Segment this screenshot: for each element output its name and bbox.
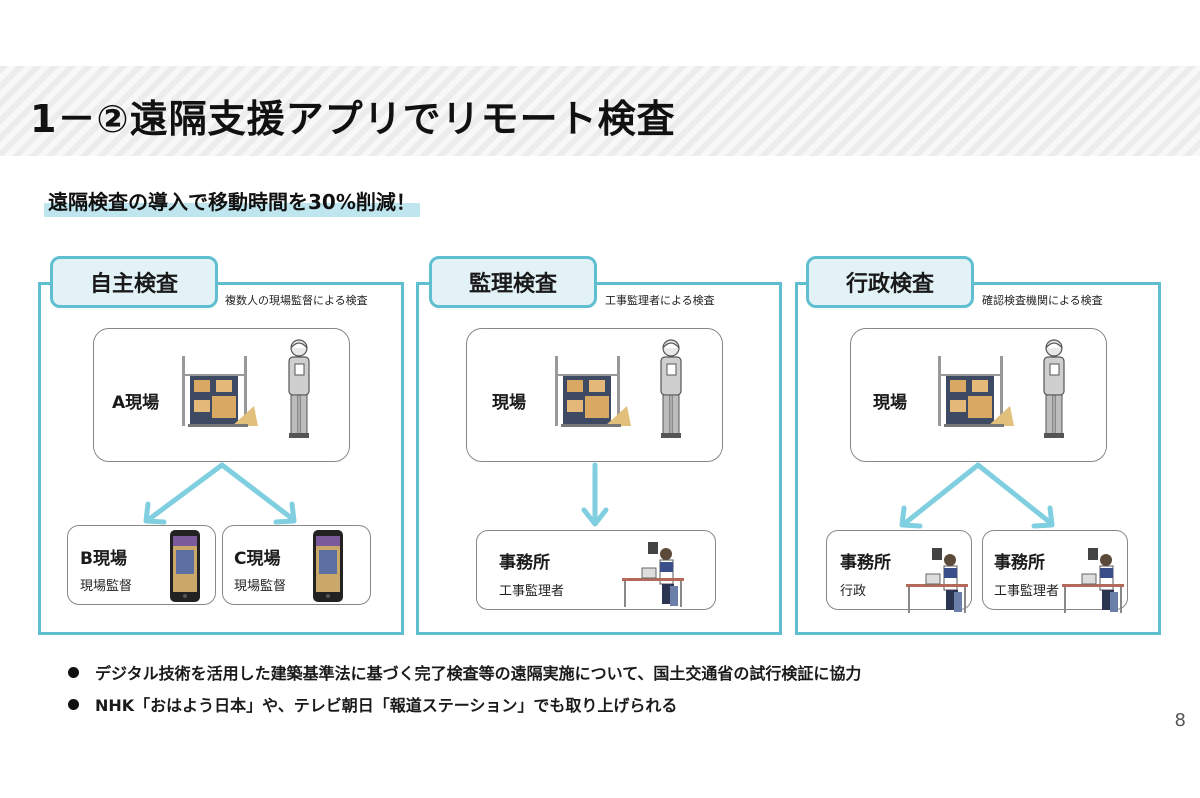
- bullet-dot: [68, 698, 79, 710]
- page-title: 1－②遠隔支援アプリでリモート検査: [30, 97, 676, 141]
- remote-box: [222, 525, 371, 605]
- bullet-item: デジタル技術を活用した建築基準法に基づく完了検査等の遠隔実施について、国土交通省…: [68, 656, 861, 688]
- remote-label: C現場: [234, 549, 281, 569]
- panel-tab-admin-inspection: 行政検査: [806, 256, 974, 308]
- remote-role: 現場監督: [80, 579, 133, 594]
- remote-label: 事務所: [499, 553, 550, 573]
- panel-desc: 確認検査機関による検査: [982, 294, 1103, 307]
- bullet-text: NHK「おはよう日本」や、テレビ朝日「報道ステーション」でも取り上げられる: [95, 696, 678, 715]
- site-label: 現場: [492, 393, 526, 413]
- panel-desc: 複数人の現場監督による検査: [225, 294, 368, 307]
- site-label: 現場: [873, 393, 907, 413]
- remote-label: 事務所: [994, 553, 1045, 573]
- remote-label: B現場: [80, 549, 127, 569]
- panel-tab-supervision-inspection: 監理検査: [429, 256, 597, 308]
- panel-tab-self-inspection: 自主検査: [50, 256, 218, 308]
- site-label: A現場: [112, 393, 160, 413]
- remote-role: 工事監理者: [499, 584, 565, 599]
- bullet-dot: [68, 666, 79, 678]
- bullet-text: デジタル技術を活用した建築基準法に基づく完了検査等の遠隔実施について、国土交通省…: [95, 664, 862, 683]
- header-band: [0, 66, 1200, 156]
- remote-role: 現場監督: [234, 579, 287, 594]
- remote-role: 工事監理者: [994, 584, 1060, 599]
- remote-label: 事務所: [840, 553, 891, 573]
- page-number: 8: [1174, 710, 1186, 731]
- bullet-item: NHK「おはよう日本」や、テレビ朝日「報道ステーション」でも取り上げられる: [68, 688, 861, 720]
- remote-role: 行政: [840, 584, 867, 599]
- page-subtitle: 遠隔検査の導入で移動時間を30%削減！: [44, 186, 420, 217]
- panel-desc: 工事監理者による検査: [605, 294, 715, 307]
- bullet-list: デジタル技術を活用した建築基準法に基づく完了検査等の遠隔実施について、国土交通省…: [68, 656, 861, 720]
